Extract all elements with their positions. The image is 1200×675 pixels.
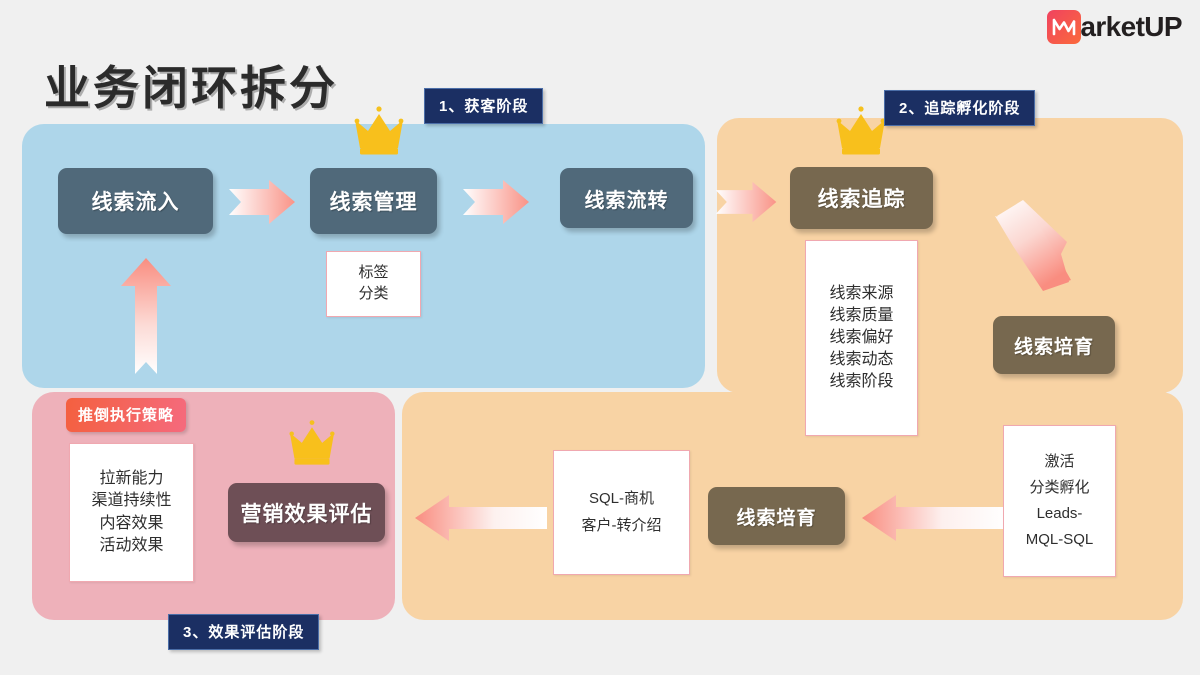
stage-badge-1: 1、获客阶段 — [424, 88, 544, 124]
card-line: 活动效果 — [99, 536, 164, 554]
process-box-lead-nurturing-bottom[interactable]: 线索培育 — [708, 487, 845, 545]
crown-icon — [348, 104, 410, 161]
arrow-right-icon — [229, 178, 297, 231]
process-box-lead-inflow[interactable]: 线索流入 — [58, 168, 213, 234]
card-line: 线索阶段 — [829, 373, 894, 391]
marketup-m-logo-icon — [1047, 10, 1082, 44]
stage-badge-2: 2、追踪孵化阶段 — [884, 90, 1036, 126]
arrow-right-icon — [463, 178, 531, 231]
stage-badge-3: 3、效果评估阶段 — [168, 614, 320, 650]
crown-icon — [283, 418, 341, 471]
arrow-up-icon — [118, 256, 174, 383]
card-line: 线索来源 — [829, 284, 894, 302]
process-box-lead-management[interactable]: 线索管理 — [310, 168, 437, 234]
arrow-left-icon — [860, 492, 1010, 549]
detail-card-tagging: 标签 分类 — [326, 251, 421, 317]
detail-card-lead-attributes: 线索来源 线索质量 线索偏好 线索动态 线索阶段 — [805, 240, 918, 436]
arrow-left-icon — [413, 492, 549, 549]
process-box-lead-nurturing-right[interactable]: 线索培育 — [993, 316, 1115, 374]
card-line: 内容效果 — [99, 514, 164, 532]
card-line: 分类 — [358, 285, 389, 302]
card-line: 客户-转介绍 — [581, 516, 662, 534]
card-line: 渠道持续性 — [91, 492, 172, 510]
process-box-lead-tracking[interactable]: 线索追踪 — [790, 167, 933, 229]
card-line: 线索偏好 — [829, 328, 894, 346]
detail-card-strategy-metrics: 拉新能力 渠道持续性 内容效果 活动效果 — [69, 443, 194, 582]
arrow-right-icon — [713, 180, 781, 229]
brand-text: arketUP — [1080, 11, 1182, 42]
strategy-badge: 推倒执行策略 — [66, 398, 187, 432]
marketup-logo: arketUP — [1047, 10, 1183, 44]
card-line: MQL-SQL — [1025, 531, 1094, 549]
card-line: Leads- — [1036, 505, 1083, 522]
detail-card-activation: 激活 分类孵化 Leads- MQL-SQL — [1003, 425, 1116, 577]
card-line: 线索动态 — [829, 351, 894, 369]
process-box-lead-transfer[interactable]: 线索流转 — [560, 168, 693, 228]
card-line: 线索质量 — [829, 306, 894, 324]
page-title: 业务闭环拆分 — [44, 61, 338, 115]
card-line: 激活 — [1044, 452, 1075, 470]
card-line: 拉新能力 — [99, 470, 164, 488]
card-line: 分类孵化 — [1029, 478, 1090, 496]
arrow-down-right-icon — [985, 186, 1077, 303]
card-line: SQL-商机 — [588, 490, 654, 508]
card-line: 标签 — [358, 264, 389, 282]
crown-icon — [830, 104, 892, 161]
detail-card-sql-opportunity: SQL-商机 客户-转介绍 — [553, 450, 690, 575]
process-box-marketing-result[interactable]: 营销效果评估 — [228, 483, 385, 542]
